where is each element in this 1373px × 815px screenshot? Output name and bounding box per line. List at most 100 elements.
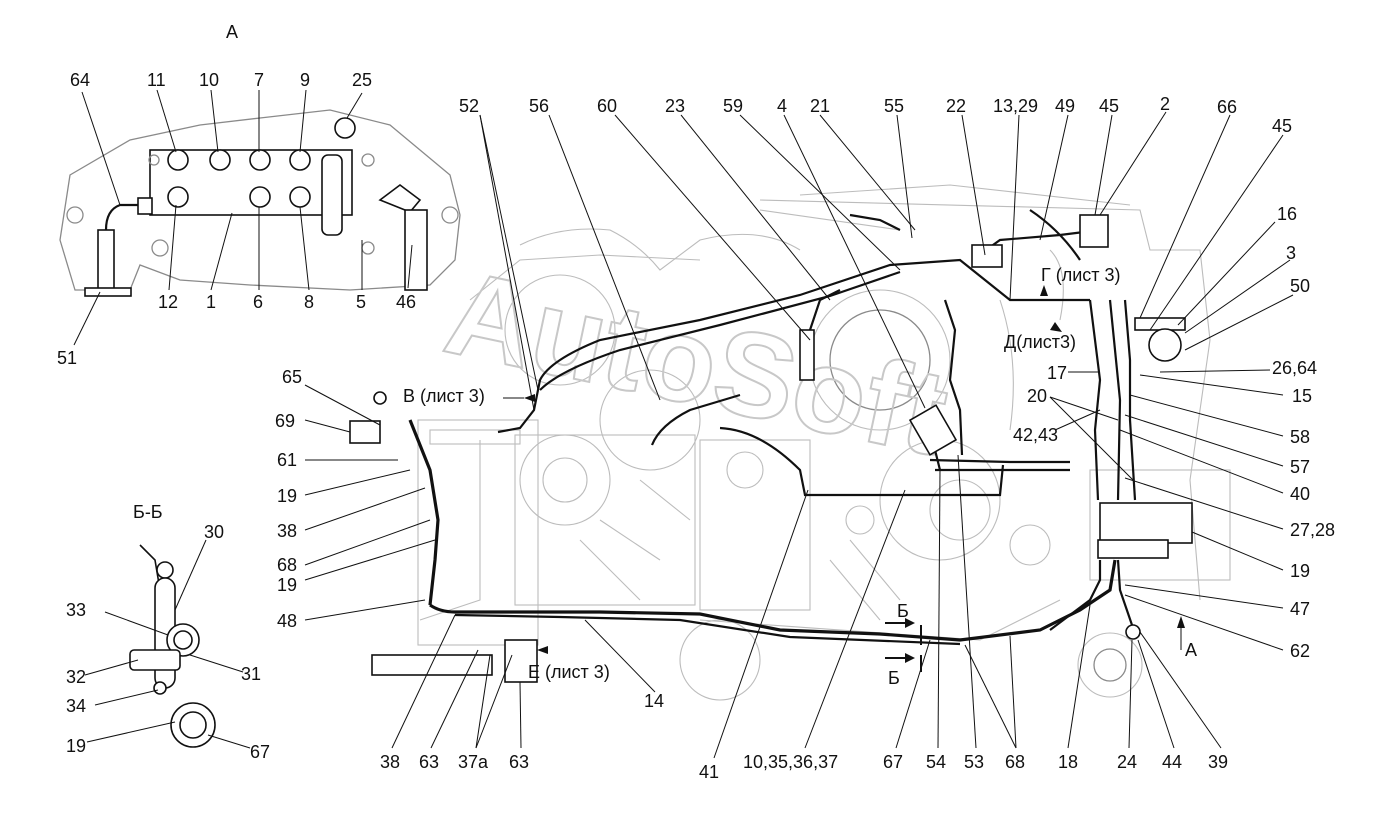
section-mark-top: Б xyxy=(897,601,909,621)
label-19-right: 19 xyxy=(1290,561,1310,581)
label-41: 41 xyxy=(699,762,719,782)
section-b-b xyxy=(129,544,216,748)
ref-e: Е (лист 3) xyxy=(528,662,610,682)
section-arrow-top xyxy=(885,618,915,628)
arrow-v xyxy=(524,394,535,402)
label-s30: 30 xyxy=(204,522,224,542)
view-title-b-b: Б-Б xyxy=(133,502,163,522)
label-23: 23 xyxy=(665,96,685,116)
components xyxy=(349,214,1193,683)
label-52: 52 xyxy=(459,96,479,116)
label-21: 21 xyxy=(810,96,830,116)
label-55: 55 xyxy=(884,96,904,116)
label-2: 2 xyxy=(1160,94,1170,114)
label-66: 66 xyxy=(1217,97,1237,117)
label-68-bottom: 68 xyxy=(1005,752,1025,772)
label-48: 48 xyxy=(277,611,297,631)
label-17: 17 xyxy=(1047,363,1067,383)
sensor-cylinder xyxy=(799,329,815,381)
machine-outline xyxy=(417,184,1231,701)
label-54: 54 xyxy=(926,752,946,772)
relay-block xyxy=(1134,317,1186,331)
ref-v: В (лист 3) xyxy=(403,386,485,406)
label-a9: 9 xyxy=(300,70,310,90)
reference-arrows xyxy=(503,285,1185,672)
label-53: 53 xyxy=(964,752,984,772)
ref-g: Г (лист 3) xyxy=(1041,265,1121,285)
label-22: 22 xyxy=(946,96,966,116)
label-39: 39 xyxy=(1208,752,1228,772)
label-40: 40 xyxy=(1290,484,1310,504)
label-62: 62 xyxy=(1290,641,1310,661)
label-20: 20 xyxy=(1027,386,1047,406)
leader-lines xyxy=(73,89,1294,759)
label-38-left: 38 xyxy=(277,521,297,541)
label-56: 56 xyxy=(529,96,549,116)
label-65: 65 xyxy=(282,367,302,387)
arrow-view-a xyxy=(1177,616,1185,628)
label-10-35-36-37: 10,35,36,37 xyxy=(743,752,838,772)
section-arrow-bottom xyxy=(885,653,915,663)
label-3: 3 xyxy=(1286,243,1296,263)
label-a7: 7 xyxy=(254,70,264,90)
horn xyxy=(349,420,381,444)
label-s67: 67 xyxy=(250,742,270,762)
label-s32: 32 xyxy=(66,667,86,687)
label-57: 57 xyxy=(1290,457,1310,477)
label-s31: 31 xyxy=(241,664,261,684)
watermark: AutoSoft xyxy=(435,245,958,481)
label-a10: 10 xyxy=(199,70,219,90)
arrow-g xyxy=(1040,285,1048,296)
label-50: 50 xyxy=(1290,276,1310,296)
label-a1: 1 xyxy=(206,292,216,312)
label-a5: 5 xyxy=(356,292,366,312)
label-47: 47 xyxy=(1290,599,1310,619)
sensor-round xyxy=(1148,328,1182,362)
label-68-left: 68 xyxy=(277,555,297,575)
label-4: 4 xyxy=(777,96,787,116)
label-49: 49 xyxy=(1055,96,1075,116)
label-16: 16 xyxy=(1277,204,1297,224)
arrow-d xyxy=(1050,322,1062,332)
label-a12: 12 xyxy=(158,292,178,312)
view-arrow-label: А xyxy=(1185,640,1197,660)
label-a46: 46 xyxy=(396,292,416,312)
label-58: 58 xyxy=(1290,427,1310,447)
battery-box xyxy=(504,639,538,683)
label-63-a: 63 xyxy=(419,752,439,772)
label-a25: 25 xyxy=(352,70,372,90)
label-a11: 11 xyxy=(147,70,166,90)
label-s33: 33 xyxy=(66,600,86,620)
exhaust-pipe xyxy=(371,654,493,676)
ref-d: Д(лист3) xyxy=(1004,332,1076,352)
label-a51: 51 xyxy=(57,348,77,368)
label-18: 18 xyxy=(1058,752,1078,772)
label-38-bottom: 38 xyxy=(380,752,400,772)
label-a8: 8 xyxy=(304,292,314,312)
label-60: 60 xyxy=(597,96,617,116)
view-title-a: А xyxy=(226,22,238,42)
connector-block xyxy=(1097,539,1169,559)
actuator xyxy=(908,404,958,456)
label-15: 15 xyxy=(1292,386,1312,406)
label-45-right: 45 xyxy=(1272,116,1292,136)
section-mark-bottom: Б xyxy=(888,668,900,688)
label-67-bottom: 67 xyxy=(883,752,903,772)
label-a64: 64 xyxy=(70,70,90,90)
label-14: 14 xyxy=(644,691,664,711)
label-26-64: 26,64 xyxy=(1272,358,1317,378)
lamp xyxy=(373,391,387,405)
inset-view-a xyxy=(59,109,461,297)
label-37a: 37а xyxy=(458,752,489,772)
label-19-left-b: 19 xyxy=(277,575,297,595)
arrow-e xyxy=(537,646,548,654)
speed-sensor xyxy=(1125,624,1141,640)
label-s19: 19 xyxy=(66,736,86,756)
label-59: 59 xyxy=(723,96,743,116)
wiper-motor xyxy=(971,244,1003,268)
label-69: 69 xyxy=(275,411,295,431)
label-13-29: 13,29 xyxy=(993,96,1038,116)
label-61: 61 xyxy=(277,450,297,470)
label-19-left-a: 19 xyxy=(277,486,297,506)
